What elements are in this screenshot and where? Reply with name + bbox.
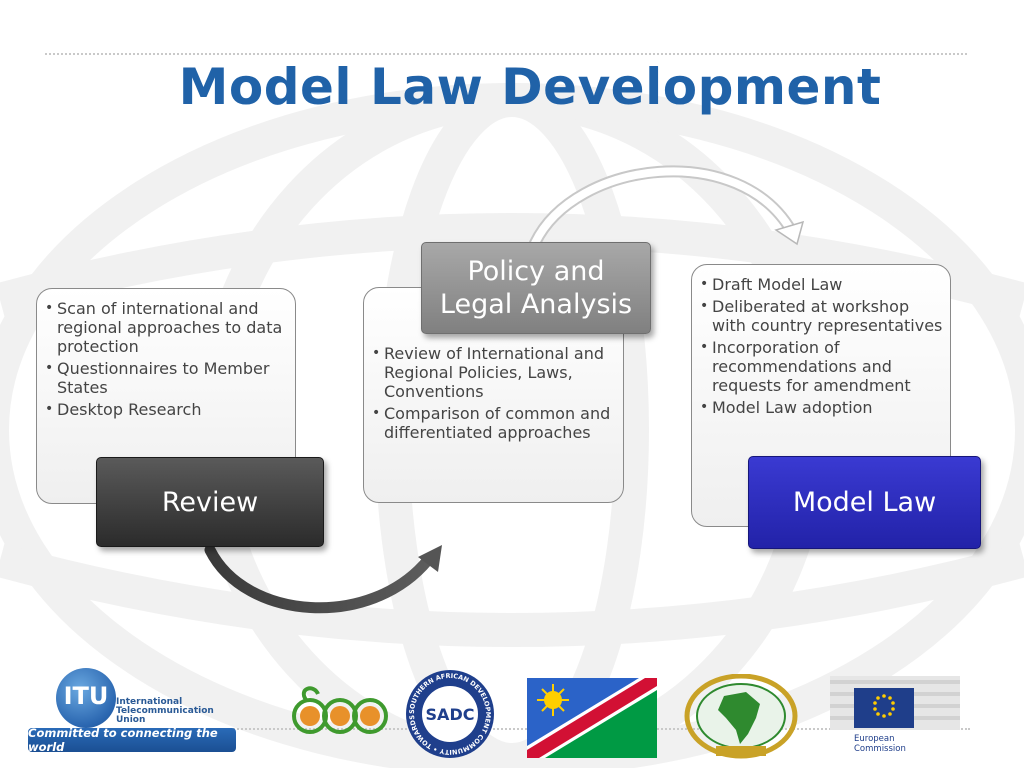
arrow-review-to-policy (204, 544, 434, 614)
list-item: Draft Model Law (700, 275, 948, 294)
itu-slogan: Committed to connecting the world (28, 726, 236, 754)
itu-name-line-2: Telecommunication (116, 706, 214, 716)
arrow-policy-to-model (529, 165, 798, 249)
european-commission-label: European Commission (854, 734, 906, 754)
policy-bullet-list: Review of International and Regional Pol… (372, 344, 618, 445)
acp-logo-icon (292, 686, 388, 734)
itu-letters: ITU (63, 682, 109, 710)
sadc-emblem-icon: SOUTHERN AFRICAN DEVELOPMENT COMMUNITY •… (404, 668, 494, 758)
arrow-policy-to-model-head (774, 220, 805, 246)
list-item: Incorporation of recommendations and req… (700, 338, 948, 395)
review-bullet-list: Scan of international and regional appro… (45, 299, 295, 422)
itu-name-line-3: Union (116, 715, 146, 725)
itu-name: International Telecommunication Union (116, 698, 214, 725)
eu-label-line-2: Commission (854, 744, 906, 754)
slide-title: Model Law Development (178, 58, 882, 116)
list-item: Comparison of common and differentiated … (372, 404, 618, 442)
policy-stage-label-line-2: Legal Analysis (439, 289, 633, 320)
itu-logo: ITU International Telecommunication Unio… (28, 668, 238, 754)
list-item: Model Law adoption (700, 398, 948, 417)
policy-stage-label: Policy and Legal Analysis (421, 242, 651, 334)
eu-label-line-1: European (854, 734, 895, 744)
african-union-emblem-icon (684, 674, 798, 759)
list-item: Review of International and Regional Pol… (372, 344, 618, 401)
review-stage-label: Review (96, 457, 324, 547)
partner-logo-strip: ITU International Telecommunication Unio… (0, 660, 1024, 768)
namibia-flag-icon (527, 678, 657, 758)
policy-stage-label-line-1: Policy and (467, 256, 605, 287)
sadc-letters: SADC (426, 705, 475, 724)
itu-name-line-1: International (116, 697, 183, 707)
itu-globe-icon: ITU (56, 668, 116, 728)
european-commission-logo-icon (830, 676, 960, 730)
list-item: Scan of international and regional appro… (45, 299, 295, 356)
top-divider (45, 53, 967, 55)
list-item: Deliberated at workshop with country rep… (700, 297, 948, 335)
european-commission-logo: European Commission (826, 666, 966, 762)
list-item: Desktop Research (45, 400, 295, 419)
model-law-bullet-list: Draft Model Law Deliberated at workshop … (700, 275, 948, 420)
list-item: Questionnaires to Member States (45, 359, 295, 397)
model-law-stage-label: Model Law (748, 456, 981, 549)
arrow-review-to-policy-head (418, 545, 442, 572)
